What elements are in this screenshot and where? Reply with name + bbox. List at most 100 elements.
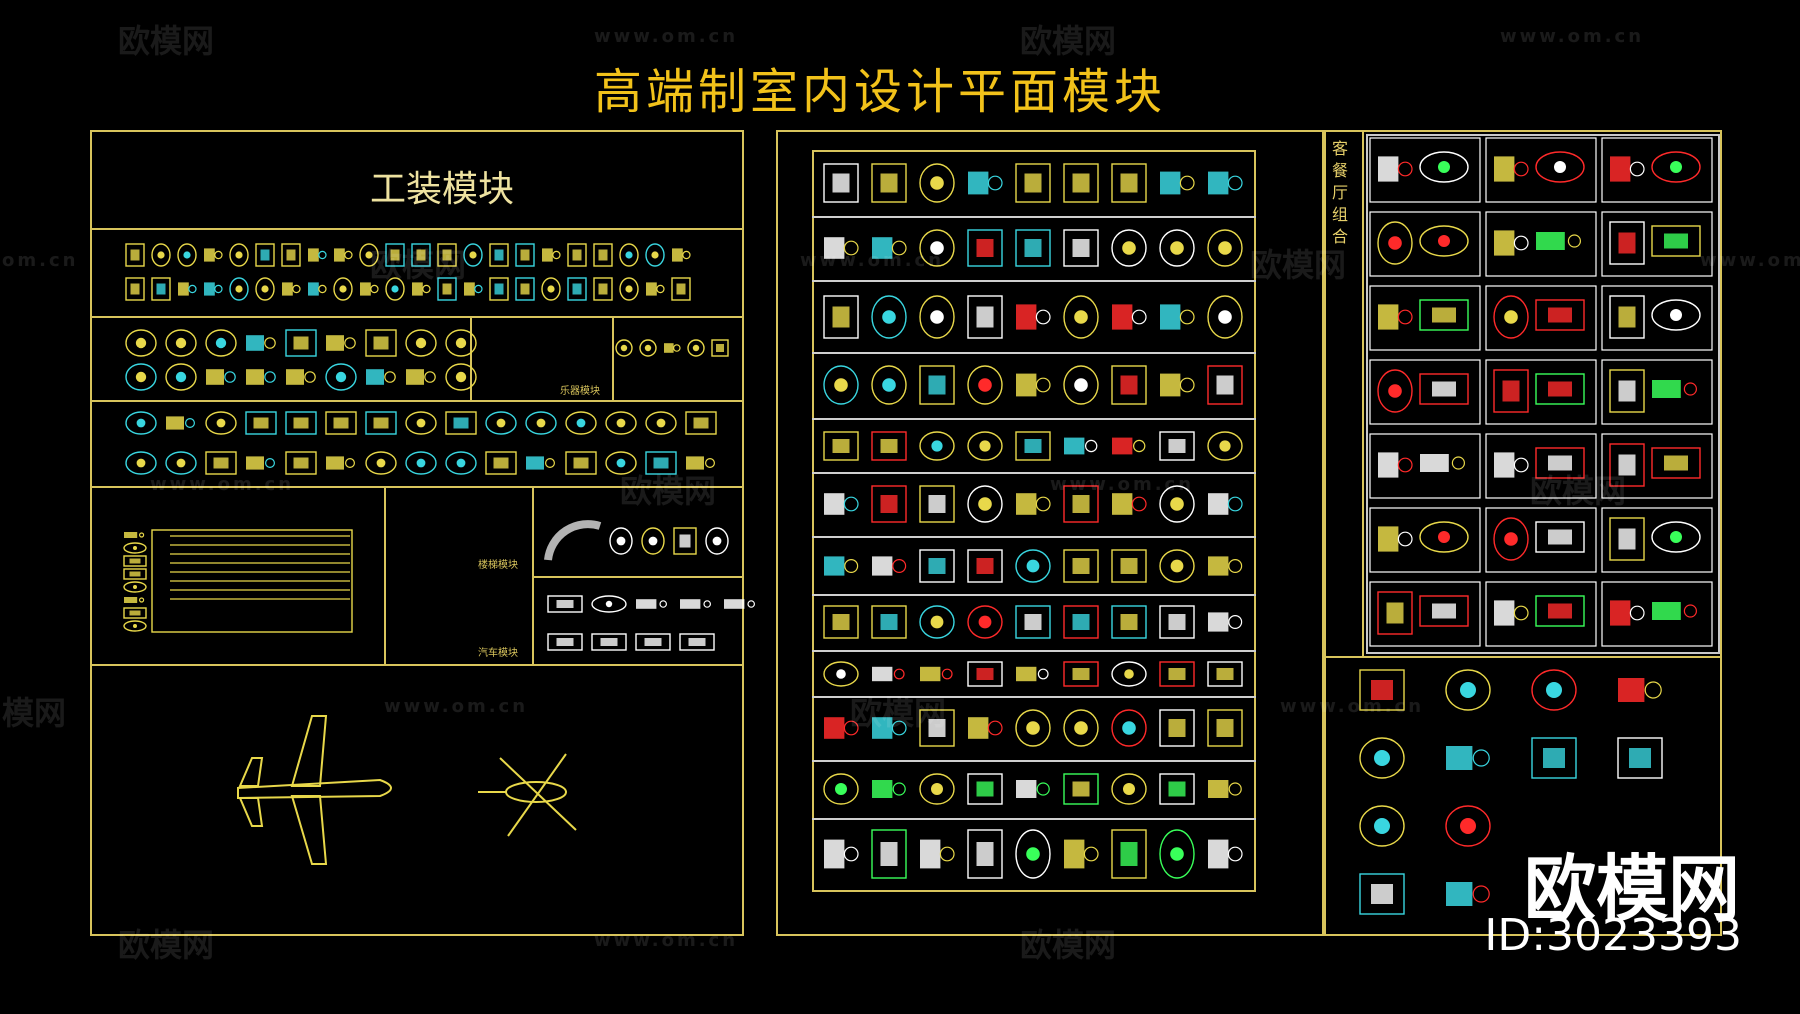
stair-block-inner xyxy=(648,536,658,546)
car-block-inner xyxy=(556,600,574,608)
seat-block-inner xyxy=(133,624,137,628)
furniture-block xyxy=(445,363,477,391)
living-layout-block xyxy=(967,431,1003,461)
combo-cell xyxy=(1369,433,1481,499)
living-layout-block xyxy=(1112,437,1133,455)
living-layout-block-inner xyxy=(1024,439,1042,453)
living-layout-block-inner xyxy=(931,783,943,795)
combo-block-inner xyxy=(1472,749,1490,767)
dining-block xyxy=(1419,595,1469,627)
living-layout-block-inner xyxy=(1074,310,1088,324)
row-divider xyxy=(812,352,1256,354)
living-layout-block xyxy=(1111,163,1147,203)
watermark-brand: 模网 xyxy=(2,694,67,732)
furniture-block xyxy=(593,243,613,267)
row-divider xyxy=(812,696,1256,698)
living-layout-block xyxy=(1111,829,1147,879)
living-layout-block-inner xyxy=(930,241,944,255)
furniture-block xyxy=(205,451,237,475)
combo-cell xyxy=(1485,137,1597,203)
living-layout-block xyxy=(872,717,893,739)
living-layout-block-inner xyxy=(976,306,994,328)
furniture-block xyxy=(125,411,157,435)
dining-block-inner xyxy=(1397,161,1413,177)
living-layout-block xyxy=(1159,773,1195,805)
dining-block-inner xyxy=(1438,531,1450,543)
furniture-block-inner xyxy=(136,418,146,428)
living-layout-block-inner xyxy=(976,239,994,257)
airplane-wing xyxy=(290,715,328,787)
living-layout-block xyxy=(1016,304,1037,330)
furniture-block-inner xyxy=(365,251,373,259)
middle-panel-frame xyxy=(776,130,1324,936)
living-layout-block xyxy=(1160,373,1181,397)
furniture-block-inner xyxy=(213,457,229,469)
living-layout-block-inner xyxy=(976,781,994,797)
living-layout-block xyxy=(1207,229,1243,267)
dining-block-inner xyxy=(1504,532,1518,546)
living-layout-block xyxy=(1015,549,1051,583)
dining-block xyxy=(1377,221,1413,265)
dining-block xyxy=(1610,600,1631,626)
living-layout-block xyxy=(824,717,845,739)
living-layout-block xyxy=(1208,493,1229,515)
living-layout-block xyxy=(919,431,955,461)
furniture-block-inner xyxy=(391,285,399,293)
dining-block xyxy=(1419,373,1469,405)
living-layout-block xyxy=(1063,163,1099,203)
dining-block xyxy=(1493,369,1529,413)
living-layout-block-inner xyxy=(1168,781,1186,797)
dining-block-inner xyxy=(1629,161,1645,177)
car-block xyxy=(635,633,671,651)
furniture-block-inner xyxy=(598,249,608,261)
dining-block xyxy=(1610,156,1631,182)
row-divider xyxy=(812,818,1256,820)
furniture-block-inner xyxy=(216,418,226,428)
living-layout-block-inner xyxy=(880,842,898,866)
furniture-block xyxy=(593,277,613,301)
furniture-block xyxy=(605,451,637,475)
living-layout-block xyxy=(1016,493,1037,515)
furniture-block-inner xyxy=(214,250,223,260)
row-divider xyxy=(812,418,1256,420)
dining-block xyxy=(1609,369,1645,413)
living-layout-block-inner xyxy=(931,440,943,452)
living-layout-block xyxy=(1064,437,1085,455)
dining-block-inner xyxy=(1664,233,1688,249)
furniture-block-inner xyxy=(520,249,530,261)
dining-block-inner xyxy=(1504,310,1518,324)
combo-cell xyxy=(1601,359,1713,425)
combo-cell xyxy=(1485,433,1597,499)
dining-block-inner xyxy=(1670,309,1682,321)
combo-cell xyxy=(1485,211,1597,277)
living-layout-block xyxy=(1159,431,1195,461)
combo-block xyxy=(1618,678,1645,702)
combo-block xyxy=(1445,669,1491,711)
dining-block-inner xyxy=(1670,161,1682,173)
dining-block-inner xyxy=(1432,381,1456,397)
furniture-block-inner xyxy=(422,284,431,294)
furniture-block xyxy=(285,411,317,435)
furniture-block xyxy=(325,411,357,435)
combo-cell xyxy=(1369,137,1481,203)
furniture-block xyxy=(281,243,301,267)
living-layout-block xyxy=(1159,661,1195,687)
combo-block xyxy=(1446,746,1473,770)
furniture-block-inner xyxy=(598,283,608,295)
living-layout-block-inner xyxy=(1122,241,1136,255)
watermark-url: om.cn xyxy=(2,250,79,271)
dining-block xyxy=(1651,151,1701,183)
living-layout-block xyxy=(919,605,955,639)
furniture-block xyxy=(645,451,677,475)
seat-block xyxy=(123,607,147,619)
living-layout-block xyxy=(1112,304,1133,330)
watermark-url: www.om.cn xyxy=(594,930,739,951)
combo-block xyxy=(1359,805,1405,847)
furniture-block-inner xyxy=(653,457,669,469)
furniture-block xyxy=(619,243,639,267)
living-layout-block xyxy=(1208,780,1229,798)
watermark-brand: 欧模网 xyxy=(1020,22,1117,60)
furniture-block-inner xyxy=(416,418,426,428)
living-layout-block xyxy=(1111,549,1147,583)
